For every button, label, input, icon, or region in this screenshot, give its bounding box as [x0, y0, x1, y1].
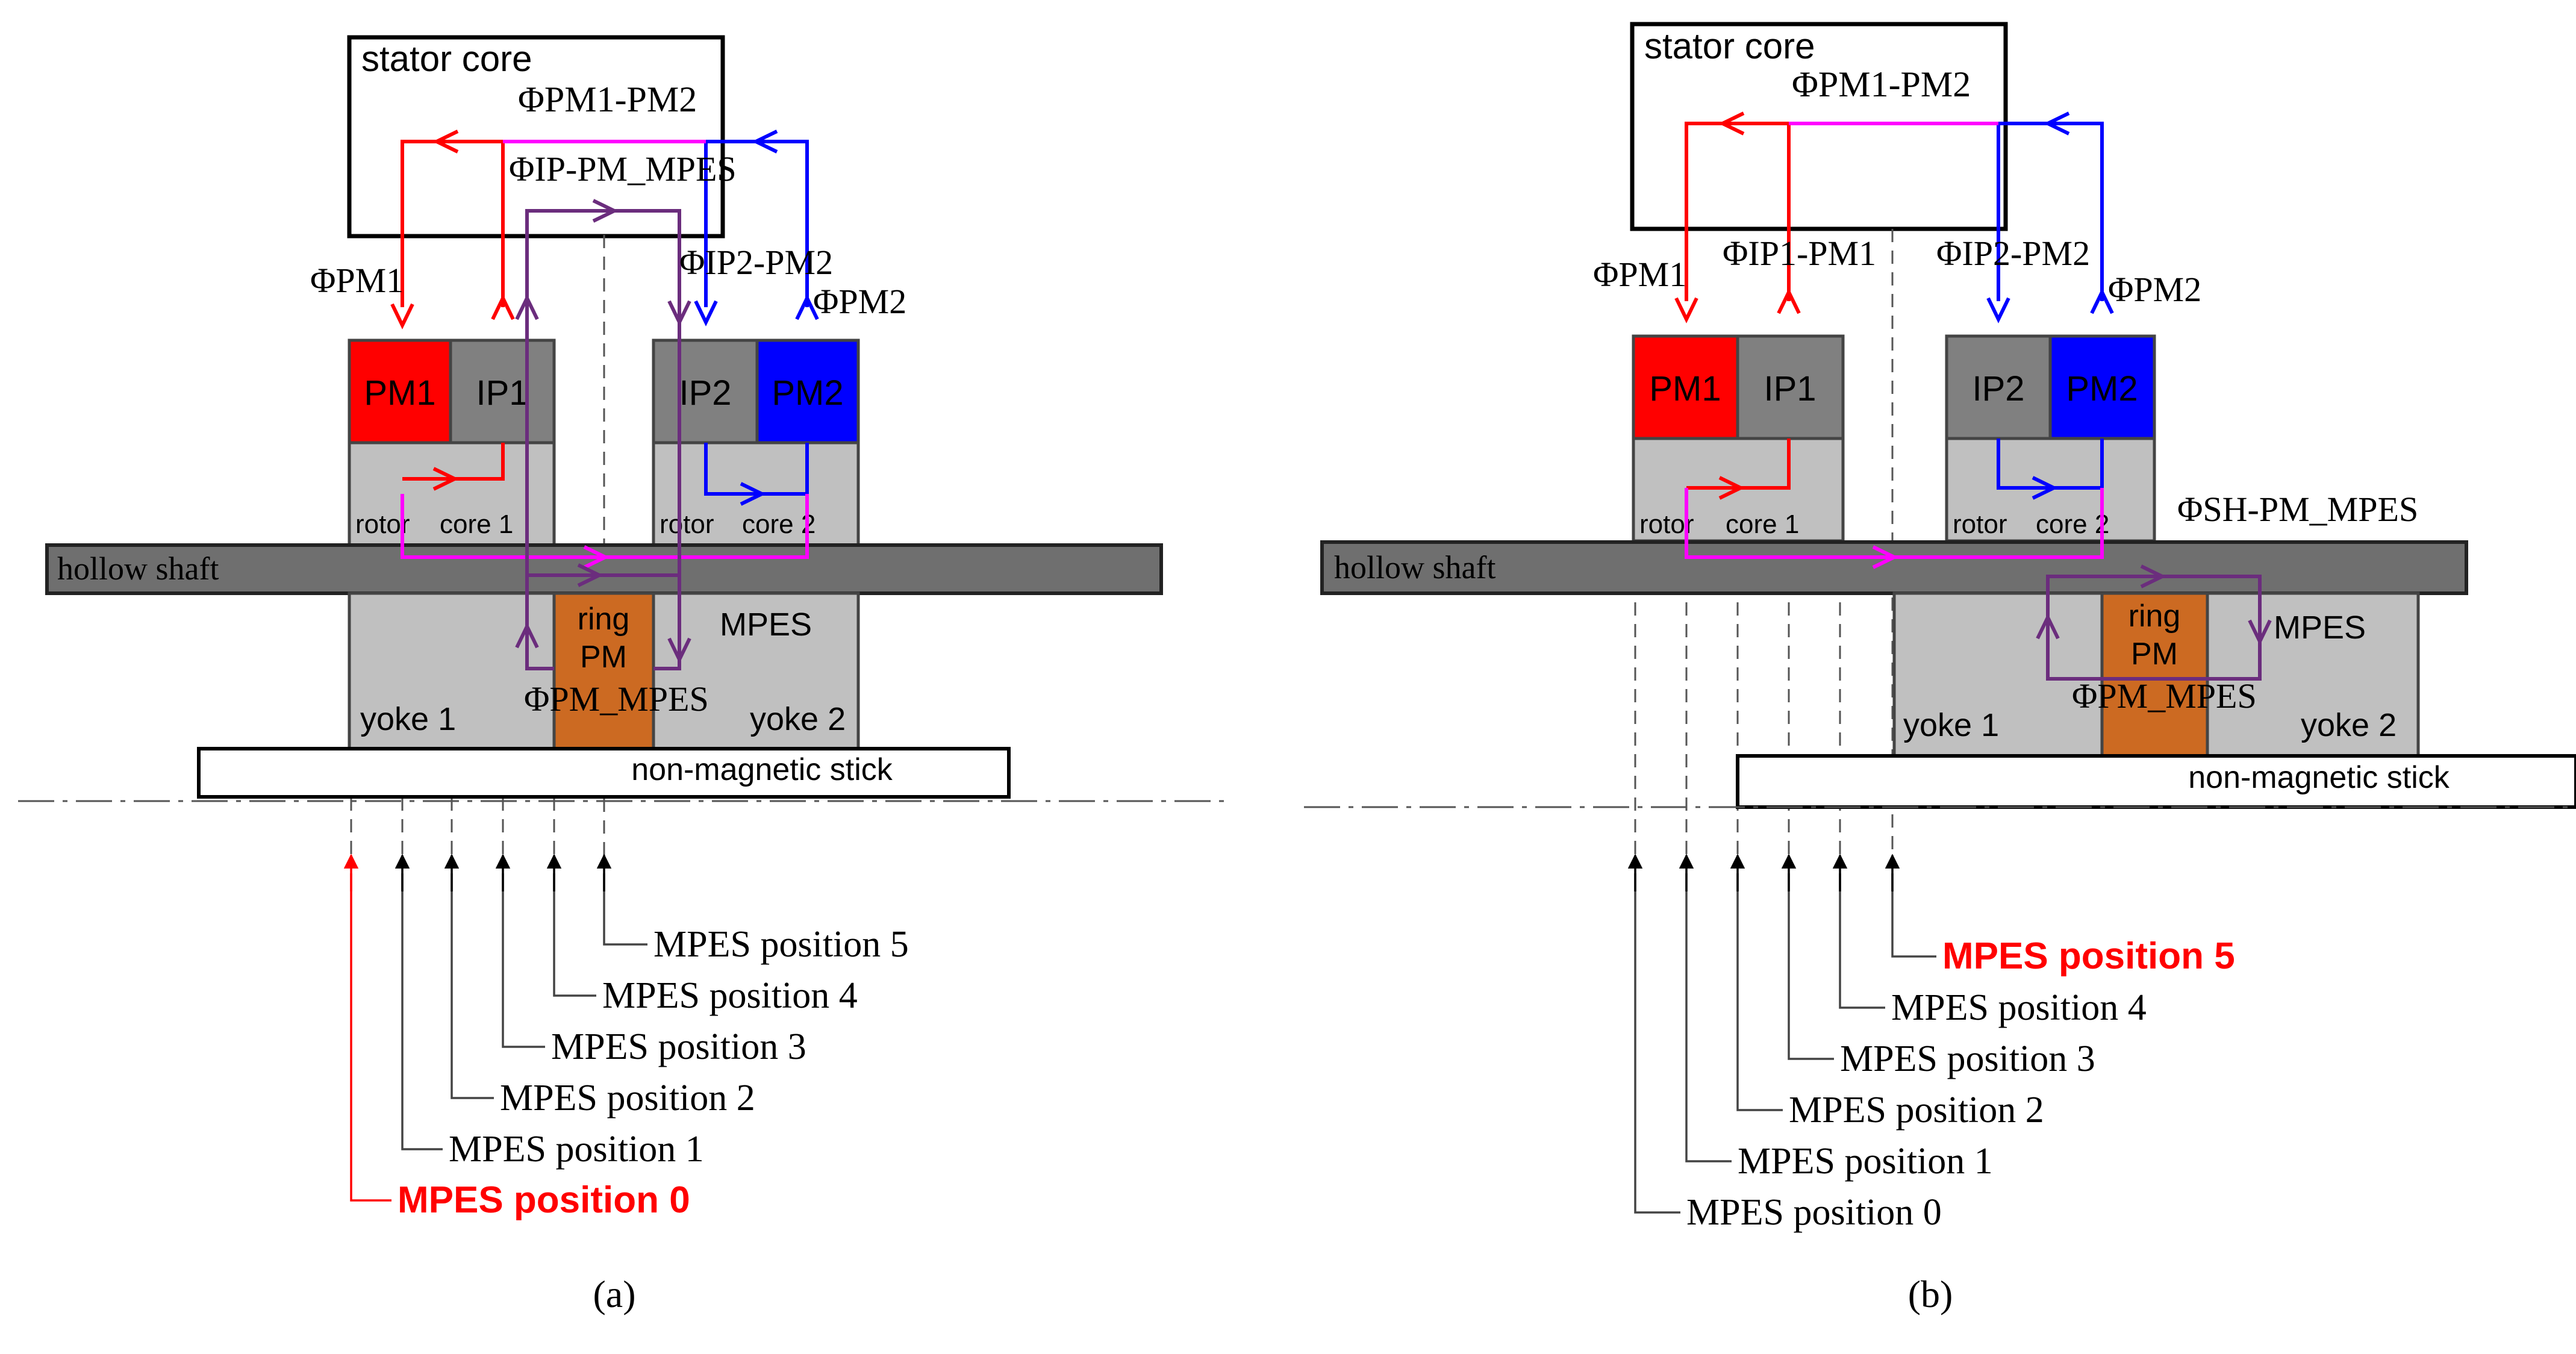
mpes-position-0-label: MPES position 0 [398, 1179, 690, 1221]
ip1-label: IP1 [476, 373, 528, 413]
stator-core-label: stator core [361, 39, 532, 79]
ip2-label: IP2 [1972, 369, 2024, 408]
panel-a: stator core PM1 IP1 IP2 PM2 rotor core 1… [18, 35, 1226, 1315]
hollow-shaft [1320, 540, 2468, 595]
flux-pm2-label: ΦPM2 [2108, 270, 2201, 309]
flux-pm1-label: ΦPM1 [1593, 255, 1686, 294]
ip2-block [1945, 334, 2052, 440]
flux-pm1-pm2-label: ΦPM1-PM2 [1792, 64, 1971, 104]
pm1-label: PM1 [364, 373, 435, 413]
non-magnetic-stick [197, 747, 1011, 799]
mpes-label: MPES [720, 607, 812, 643]
yoke2-label: yoke 2 [750, 701, 846, 737]
pm2-label: PM2 [772, 373, 843, 413]
ring-pm [552, 591, 655, 750]
hollow-shaft-label: hollow shaft [1334, 549, 1495, 585]
mpes-position-1-label: MPES position 1 [1738, 1141, 1993, 1182]
mpes-position-leaders [343, 853, 647, 1202]
mpes-position-3-label: MPES position 3 [1840, 1038, 2095, 1079]
ip2-label: IP2 [679, 373, 731, 413]
mpes-position-5-label: MPES position 5 [1942, 935, 2235, 977]
core2-label: core 2 [742, 510, 816, 539]
flux-ip2-pm2-label: ΦIP2-PM2 [1936, 234, 2090, 273]
flux-pm2-path [1986, 111, 2114, 500]
mpes-position-3-label: MPES position 3 [551, 1026, 806, 1067]
panel-a-caption: (a) [593, 1273, 635, 1315]
rotor2-label: rotor [1953, 510, 2007, 539]
mpes-position-4-label: MPES position 4 [602, 975, 858, 1016]
pm2-block [755, 338, 860, 445]
ring-pm-label-1: ring [578, 602, 630, 637]
non-magnetic-stick [1736, 754, 2576, 809]
flux-sh-pm-mpes-label: ΦSH-PM_MPES [2177, 490, 2418, 529]
mpes-position-leaders [1627, 853, 1936, 1214]
hollow-shaft-label: hollow shaft [57, 551, 219, 587]
flux-mpes-path [515, 199, 691, 670]
mpes-position-2-label: MPES position 2 [500, 1078, 755, 1118]
stick-label: non-magnetic stick [2188, 760, 2450, 795]
flux-pm-mpes-label: ΦPM_MPES [2072, 676, 2257, 716]
yoke2-label: yoke 2 [2301, 707, 2397, 743]
ring-pm-label-1: ring [2128, 599, 2181, 634]
flux-pm1-pm2-label: ΦPM1-PM2 [518, 80, 697, 119]
ring-pm-label-2: PM [580, 640, 627, 675]
pm2-label: PM2 [2066, 369, 2138, 408]
flux-pm-mpes-label: ΦPM_MPES [524, 679, 709, 719]
flux-mpes-path [2036, 564, 2272, 681]
pm2-block [2048, 334, 2156, 440]
flux-ip2-pm2-label: ΦIP2-PM2 [679, 243, 833, 282]
flux-pm1-pm2-path [401, 140, 809, 569]
ip1-label: IP1 [1764, 369, 1816, 408]
mpes-position-1-label: MPES position 1 [449, 1129, 704, 1170]
mpes-position-0-label: MPES position 0 [1686, 1192, 1942, 1233]
ip1-block [449, 338, 556, 445]
mpes-position-5-label: MPES position 5 [653, 924, 909, 965]
stick-label: non-magnetic stick [631, 752, 893, 787]
core1-label: core 1 [1726, 510, 1799, 539]
flux-pm1-path [1674, 111, 1801, 500]
flux-pm2-path [694, 129, 819, 506]
ring-pm-label-2: PM [2131, 637, 2178, 672]
panel-b: stator core PM1 IP1 IP2 PM2 rotor core 1… [1304, 22, 2576, 1315]
core1-label: core 1 [440, 510, 513, 539]
flux-pm1-pm2-path [1685, 122, 2104, 569]
yoke1-label: yoke 1 [1903, 707, 1999, 743]
yoke1-label: yoke 1 [360, 701, 456, 737]
stator-core-box [1630, 22, 2008, 231]
mpes-position-4-label: MPES position 4 [1891, 987, 2147, 1028]
flux-pm1-label: ΦPM1 [310, 261, 404, 300]
core2-label: core 2 [2036, 510, 2109, 539]
stator-core-label: stator core [1644, 26, 1815, 66]
mpes-label: MPES [2274, 610, 2366, 646]
flux-pm1-path [390, 129, 515, 491]
flux-ip1-pm1-label: ΦIP1-PM1 [1723, 234, 1876, 273]
pm1-block [1632, 334, 1739, 440]
rotor2-label: rotor [660, 510, 714, 539]
ring-pm [2100, 591, 2209, 758]
hollow-shaft [45, 543, 1163, 595]
panel-b-caption: (b) [1908, 1273, 1953, 1315]
pm1-label: PM1 [1649, 369, 1721, 408]
flux-ip-pm-mpes-label: ΦIP-PM_MPES [509, 149, 737, 189]
stator-core-box [347, 35, 725, 239]
mpes-position-2-label: MPES position 2 [1789, 1090, 2044, 1131]
flux-pm2-label: ΦPM2 [813, 282, 906, 321]
